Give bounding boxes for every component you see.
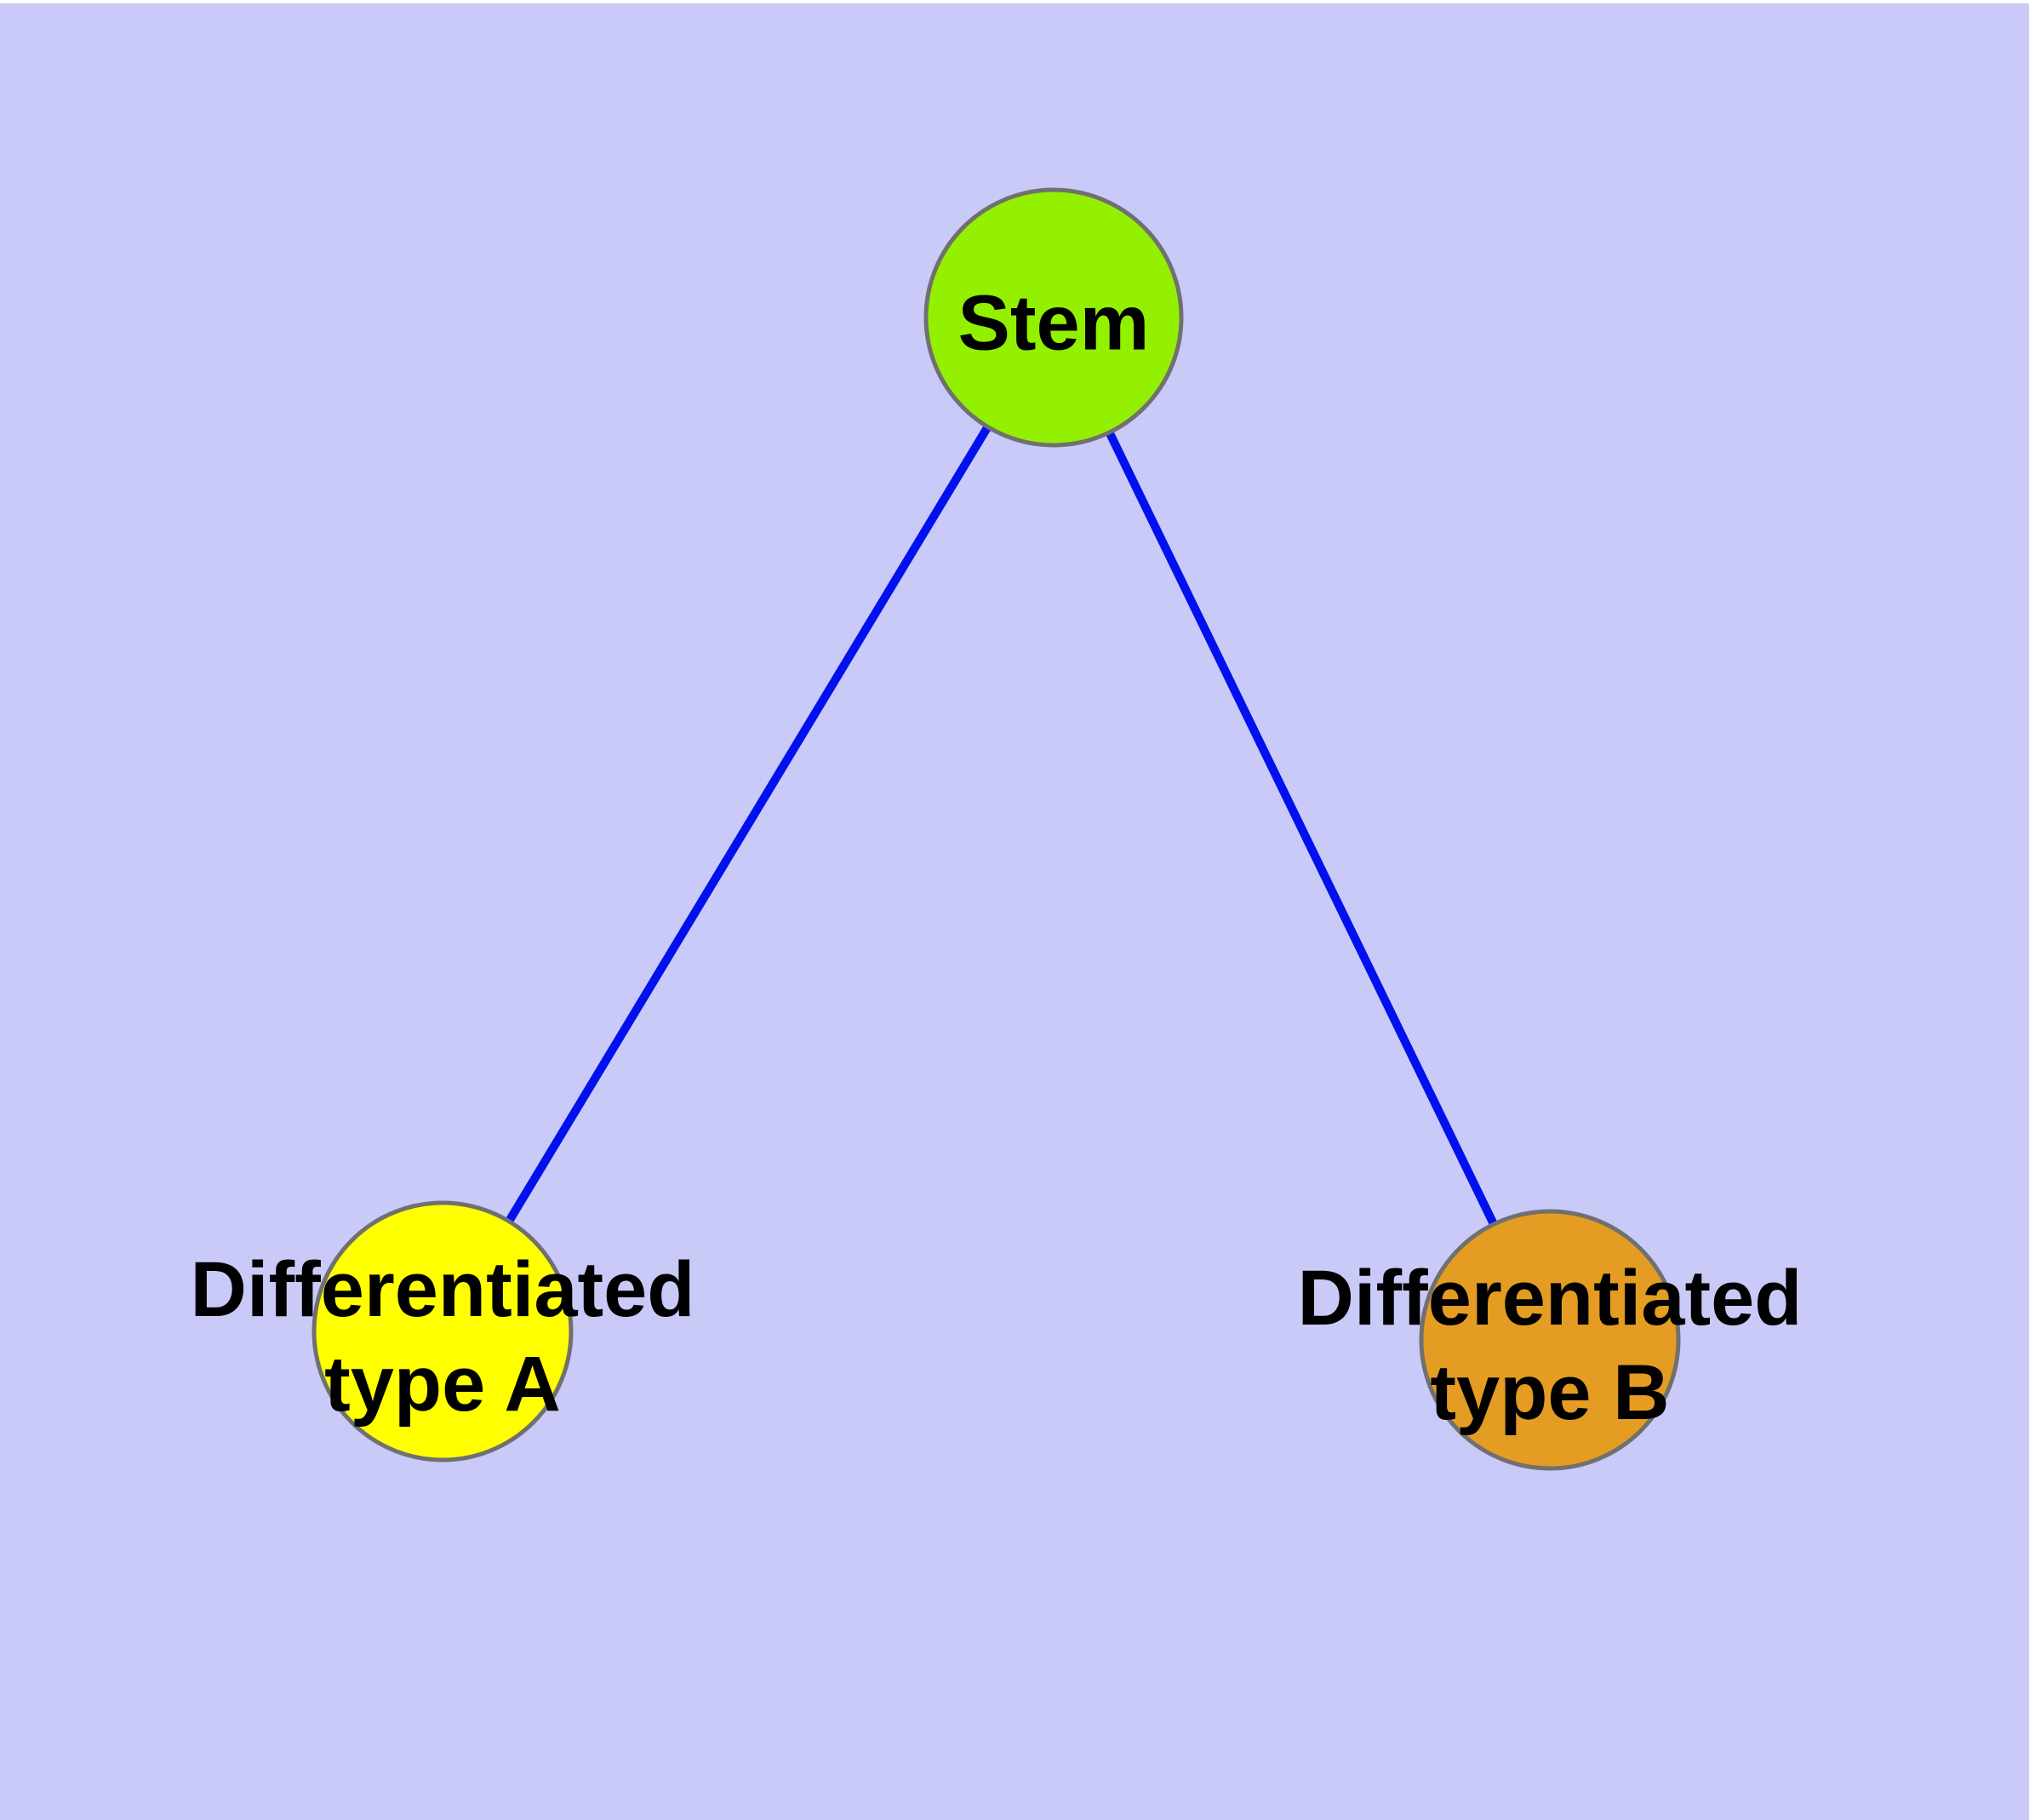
- edges-layer: [438, 315, 1554, 1342]
- node-differentiated-type-a-circle: [311, 1200, 574, 1462]
- node-differentiated-type-b-circle: [1419, 1209, 1681, 1471]
- edge-stem-to-differentiated-type-b: [1049, 315, 1554, 1342]
- nodes-layer: [311, 187, 1681, 1471]
- node-stem-circle: [923, 187, 1184, 448]
- edge-stem-to-differentiated-type-a: [438, 315, 1058, 1334]
